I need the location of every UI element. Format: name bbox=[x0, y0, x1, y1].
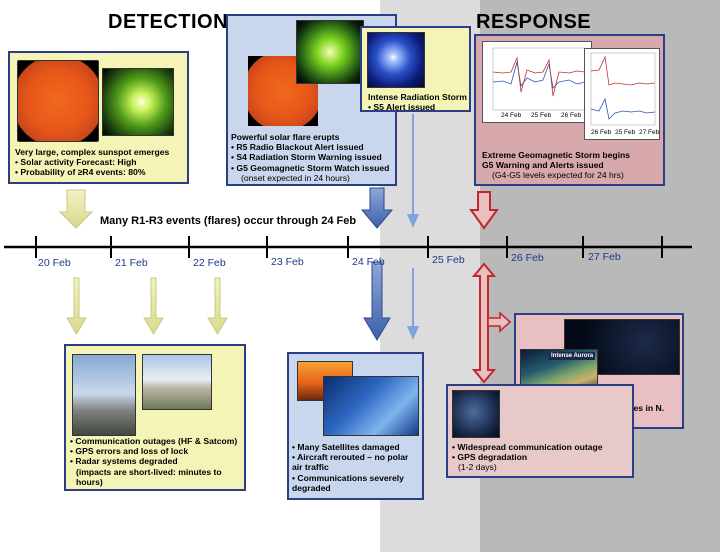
red-arrow-right bbox=[487, 311, 512, 333]
flare-item-g5: G5 Geomagnetic Storm Watch issued bbox=[236, 162, 390, 173]
radiation-title: Intense Radiation Storm bbox=[368, 92, 467, 102]
sat-text: • Many Satellites damaged • Aircraft rer… bbox=[292, 442, 409, 493]
geomag-plot-1: 24 Feb 25 Feb 26 Feb bbox=[482, 41, 592, 123]
comm-truck-image bbox=[72, 354, 136, 436]
gps-text: • Widespread communication outage • GPS … bbox=[452, 442, 603, 473]
gps-box: • Widespread communication outage • GPS … bbox=[446, 384, 634, 478]
radiation-item-s5: S5 Alert issued bbox=[373, 102, 436, 113]
timeline-ticks bbox=[35, 236, 663, 258]
sunspot-item-forecast: Solar activity Forecast: High bbox=[20, 157, 137, 168]
sunspot-image bbox=[17, 60, 99, 142]
satellite-image bbox=[323, 376, 419, 436]
sunspot-box: Very large, complex sunspot emerges • So… bbox=[8, 51, 189, 184]
sat-item-comms: Communications severely degraded bbox=[292, 472, 404, 493]
plot1-xlabel-0: 24 Feb bbox=[501, 112, 522, 119]
plot1-xlabel-2: 26 Feb bbox=[561, 112, 582, 119]
flare-item-s4: S4 Radiation Storm Warning issued bbox=[236, 152, 382, 163]
red-arrow-top bbox=[469, 191, 499, 230]
radar-dish-image bbox=[142, 354, 212, 410]
date-label-26feb: 26 Feb bbox=[511, 252, 544, 264]
timeline-caption: Many R1-R3 events (flares) occur through… bbox=[100, 215, 357, 227]
aurora-label: Intense Aurora bbox=[549, 352, 596, 360]
flare-item-r5: R5 Radio Blackout Alert issued bbox=[236, 142, 364, 153]
flare-text: Powerful solar flare erupts • R5 Radio B… bbox=[231, 132, 390, 183]
thin-blue-arrowhead-bottom bbox=[407, 326, 419, 340]
sat-item-damaged: Many Satellites damaged bbox=[297, 442, 400, 452]
sunspot-text: Very large, complex sunspot emerges • So… bbox=[15, 147, 170, 178]
yellow-arrow-bottom-2 bbox=[143, 277, 164, 335]
plot2-xlabel-2: 27 Feb bbox=[639, 129, 660, 136]
radiation-box: Intense Radiation Storm • S5 Alert issue… bbox=[360, 26, 471, 112]
radiation-image bbox=[367, 32, 425, 88]
comm-item-outages: Communication outages (HF & Satcom) bbox=[75, 436, 238, 446]
geomag-item-g5: G5 Warning and Alerts issued bbox=[482, 160, 604, 171]
date-label-22feb: 22 Feb bbox=[193, 257, 226, 269]
comm-text: • Communication outages (HF & Satcom) • … bbox=[70, 436, 246, 487]
radiation-text: Intense Radiation Storm • S5 Alert issue… bbox=[368, 92, 467, 113]
gps-item-comm: Widespread communication outage bbox=[457, 442, 603, 452]
comm-box: • Communication outages (HF & Satcom) • … bbox=[64, 344, 246, 491]
date-label-25feb: 25 Feb bbox=[432, 254, 465, 266]
detection-heading: DETECTION bbox=[108, 11, 229, 33]
response-heading: RESPONSE bbox=[476, 11, 592, 33]
yellow-arrow-bottom-3 bbox=[207, 277, 228, 335]
comm-item-gps: GPS errors and loss of lock bbox=[75, 446, 189, 457]
geomag-plot-2: 26 Feb 25 Feb 27 Feb bbox=[584, 48, 660, 140]
geomag-plot-1-svg bbox=[492, 47, 586, 111]
plot2-xlabel-0: 26 Feb bbox=[591, 129, 612, 136]
date-label-21feb: 21 Feb bbox=[115, 257, 148, 269]
date-label-27feb: 27 Feb bbox=[588, 251, 621, 263]
red-double-arrow bbox=[471, 262, 497, 384]
geomag-title: Extreme Geomagnetic Storm begins bbox=[482, 150, 631, 160]
flare-image bbox=[102, 68, 174, 136]
geomag-note: (G4-G5 levels expected for 24 hrs) bbox=[492, 170, 624, 181]
sunspot-item-probability: Probability of ≥R4 events: 80% bbox=[20, 167, 146, 178]
plot2-xlabel-1: 25 Feb bbox=[615, 129, 636, 136]
gps-note: (1-2 days) bbox=[458, 462, 497, 473]
yellow-arrow-bottom-1 bbox=[66, 277, 87, 335]
geomag-text: Extreme Geomagnetic Storm begins G5 Warn… bbox=[482, 150, 630, 181]
blue-arrow-bottom bbox=[363, 261, 391, 341]
geomag-plot-2-svg bbox=[590, 52, 656, 126]
gps-globe-image bbox=[452, 390, 500, 438]
yellow-arrow-top bbox=[58, 189, 94, 229]
date-label-20feb: 20 Feb bbox=[38, 257, 71, 269]
thin-blue-arrowhead-top bbox=[407, 214, 419, 228]
plot1-xlabel-1: 25 Feb bbox=[531, 112, 552, 119]
blue-arrow-top bbox=[360, 187, 394, 229]
comm-item-radar: Radar systems degraded bbox=[75, 456, 178, 467]
sat-item-aircraft: Aircraft rerouted – no polar air traffic bbox=[292, 452, 409, 473]
flare-title: Powerful solar flare erupts bbox=[231, 132, 340, 142]
geomag-box: 24 Feb 25 Feb 26 Feb 26 Feb 25 Feb 27 Fe… bbox=[474, 34, 665, 186]
sunspot-title: Very large, complex sunspot emerges bbox=[15, 147, 170, 157]
flare-note: (onset expected in 24 hours) bbox=[241, 172, 350, 183]
comm-note: (impacts are short-lived: minutes to hou… bbox=[76, 466, 222, 487]
date-label-23feb: 23 Feb bbox=[271, 256, 304, 268]
date-label-24feb: 24 Feb bbox=[352, 256, 385, 268]
gps-item-degradation: GPS degradation bbox=[457, 452, 528, 463]
sat-box: • Many Satellites damaged • Aircraft rer… bbox=[287, 352, 424, 500]
